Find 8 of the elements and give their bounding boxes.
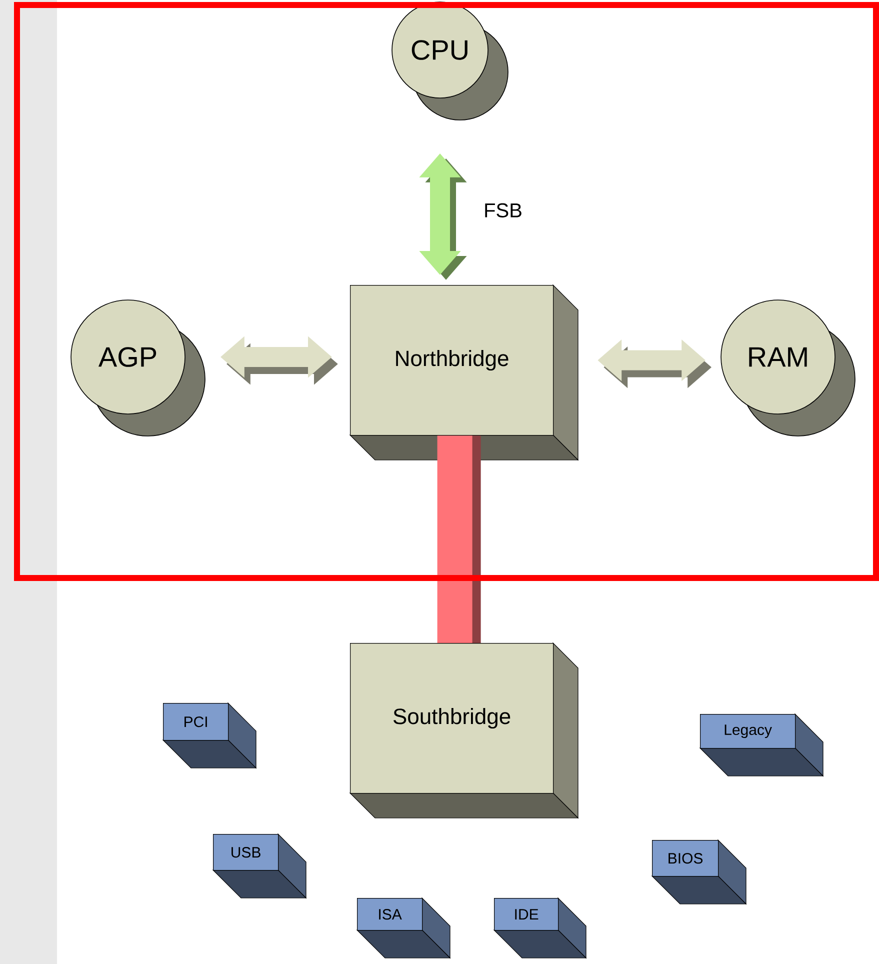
bus-bar <box>437 436 472 643</box>
node-label: ISA <box>379 908 402 920</box>
node-label: BIOS <box>668 852 703 864</box>
edge-label: FSB <box>485 203 522 218</box>
node-label: PCI <box>184 716 207 728</box>
node-label: USB <box>232 846 260 858</box>
node-label: Legacy <box>724 724 772 738</box>
node-label: IDE <box>515 909 538 920</box>
